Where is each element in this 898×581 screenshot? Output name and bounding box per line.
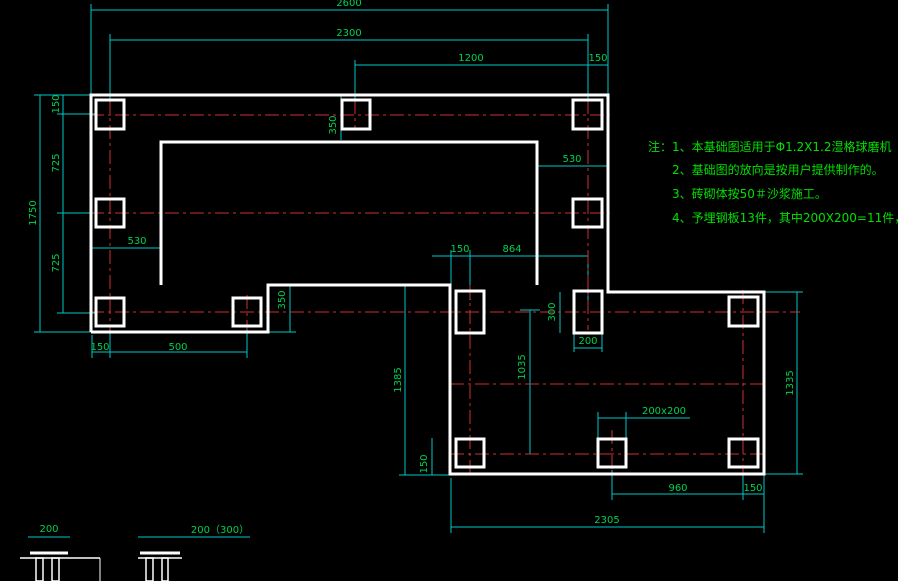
note-line: 4、予埋钢板13件，其中200X200=11件，20 bbox=[672, 210, 898, 225]
dim-label: 300 bbox=[547, 302, 558, 321]
dim-label: 530 bbox=[562, 154, 581, 165]
dim-label: 1335 bbox=[785, 370, 796, 395]
dim-label: 1200 bbox=[458, 53, 483, 64]
dim-label: 2600 bbox=[336, 0, 361, 9]
detail-sections bbox=[20, 551, 182, 581]
anchor-pad bbox=[727, 295, 760, 328]
dimension-lines bbox=[28, 4, 803, 538]
anchor-pads bbox=[94, 98, 760, 469]
dim-label: 2305 bbox=[594, 515, 619, 526]
anchor-pad bbox=[571, 197, 604, 229]
anchor-pad bbox=[94, 98, 126, 131]
dim-label: 150 bbox=[90, 342, 109, 353]
dimension-labels: 2600 2300 1200 150 150 725 1750 725 350 … bbox=[28, 0, 796, 536]
dim-label: 350 bbox=[328, 115, 339, 134]
dim-label: 150 bbox=[743, 483, 762, 494]
dim-label: 725 bbox=[51, 153, 62, 172]
dim-label: 150 bbox=[588, 53, 607, 64]
anchor-pad bbox=[572, 289, 604, 335]
center-lines bbox=[90, 100, 800, 475]
anchor-pad bbox=[571, 98, 604, 131]
dim-label: 500 bbox=[168, 342, 187, 353]
dim-label: 725 bbox=[51, 253, 62, 272]
dim-label: 960 bbox=[668, 483, 687, 494]
dim-label: 200x200 bbox=[642, 406, 686, 417]
note-line: 2、基础图的放向是按用户提供制作的。 bbox=[672, 162, 884, 177]
anchor-pad bbox=[94, 296, 126, 328]
dim-label: 150 bbox=[450, 244, 469, 255]
dim-label: 200 bbox=[39, 524, 58, 535]
dim-label: 1385 bbox=[393, 367, 404, 392]
anchor-pad bbox=[596, 437, 628, 469]
dim-label: 150 bbox=[419, 454, 430, 473]
anchor-pad bbox=[231, 296, 263, 328]
dim-label: 530 bbox=[127, 236, 146, 247]
note-line: 3、砖砌体按50＃沙浆施工。 bbox=[672, 186, 827, 201]
dim-label: 200 bbox=[578, 336, 597, 347]
foundation-outline bbox=[89, 93, 766, 476]
dim-label: 1035 bbox=[517, 354, 528, 379]
dim-label: 150 bbox=[51, 94, 62, 113]
dim-label: 2300 bbox=[336, 28, 361, 39]
dim-label: 350 bbox=[277, 290, 288, 309]
anchor-pad bbox=[454, 289, 486, 335]
anchor-pad bbox=[727, 437, 760, 469]
dim-label: 200（300） bbox=[191, 524, 249, 536]
drawing-notes: 注：1、本基础图适用于Φ1.2X1.2湿格球磨机（滚动轴 2、基础图的放向是按用… bbox=[648, 139, 898, 225]
anchor-pad bbox=[340, 98, 372, 131]
dim-label: 864 bbox=[502, 244, 521, 255]
anchor-pad bbox=[454, 437, 486, 469]
dim-label: 1750 bbox=[28, 200, 39, 225]
note-line: 注：1、本基础图适用于Φ1.2X1.2湿格球磨机（滚动轴 bbox=[648, 139, 898, 154]
anchor-pad bbox=[94, 197, 126, 229]
